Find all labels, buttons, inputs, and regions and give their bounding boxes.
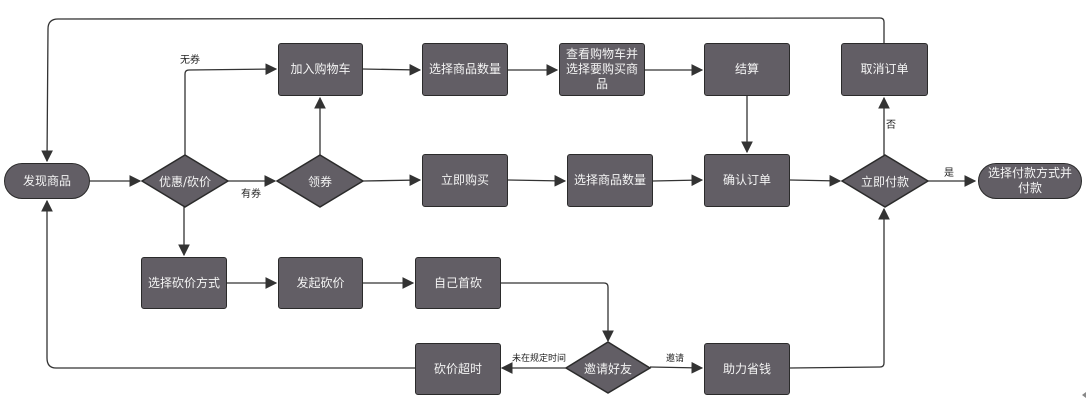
edge-label-invite: 邀请 [666, 354, 685, 364]
decision-discount-shape[interactable] [140, 154, 230, 208]
edge-timeout-to-discover [41, 199, 415, 369]
node-choose-payment[interactable]: 选择付款方式并付款 [978, 163, 1082, 199]
node-select-qty-cart[interactable]: 选择商品数量 [422, 43, 508, 96]
edge-label-no-coupon: 无券 [180, 55, 200, 66]
edge-label-not-in-time: 未在规定时间 [512, 354, 567, 364]
node-add-to-cart[interactable]: 加入购物车 [278, 43, 363, 96]
decision-coupon-shape[interactable] [275, 154, 365, 208]
node-buy-now[interactable]: 立即购买 [422, 154, 508, 207]
decision-pay-now-shape[interactable] [840, 154, 930, 208]
node-choose-bargain[interactable]: 选择砍价方式 [141, 257, 227, 309]
scroll-indicator-icon [1082, 392, 1086, 398]
decision-invite-shape[interactable] [564, 341, 652, 394]
node-view-cart[interactable]: 查看购物车并选择要购买商品 [559, 43, 645, 96]
edge-confirm-to-pay [789, 174, 842, 187]
edge-label-no: 否 [886, 120, 896, 131]
edge-label-has-coupon: 有券 [241, 189, 261, 200]
node-self-first-cut[interactable]: 自己首砍 [415, 257, 501, 309]
node-discover[interactable]: 发现商品 [4, 163, 90, 199]
edge-cancel-to-discover [41, 17, 885, 163]
edge-buy-now-to-qty [507, 174, 567, 187]
node-bargain-timeout[interactable]: 砍价超时 [415, 343, 501, 395]
edge-label-yes: 是 [944, 168, 954, 179]
edge-qty-to-confirm [652, 174, 704, 187]
edge-coupon-to-buy-now [362, 174, 422, 187]
node-start-bargain[interactable]: 发起砍价 [278, 257, 363, 309]
node-select-qty-buy[interactable]: 选择商品数量 [567, 154, 653, 207]
edge-add-cart-to-qty [361, 63, 422, 76]
node-cancel-order[interactable]: 取消订单 [841, 43, 928, 96]
edge-help-to-pay [789, 207, 890, 369]
node-checkout[interactable]: 结算 [704, 43, 790, 96]
edge-discount-to-add-cart [184, 63, 278, 155]
edge-invite-to-help [649, 361, 704, 374]
edge-self-cut-to-invite [500, 282, 614, 343]
node-help-save[interactable]: 助力省钱 [704, 343, 790, 395]
node-confirm-order[interactable]: 确认订单 [704, 154, 790, 207]
